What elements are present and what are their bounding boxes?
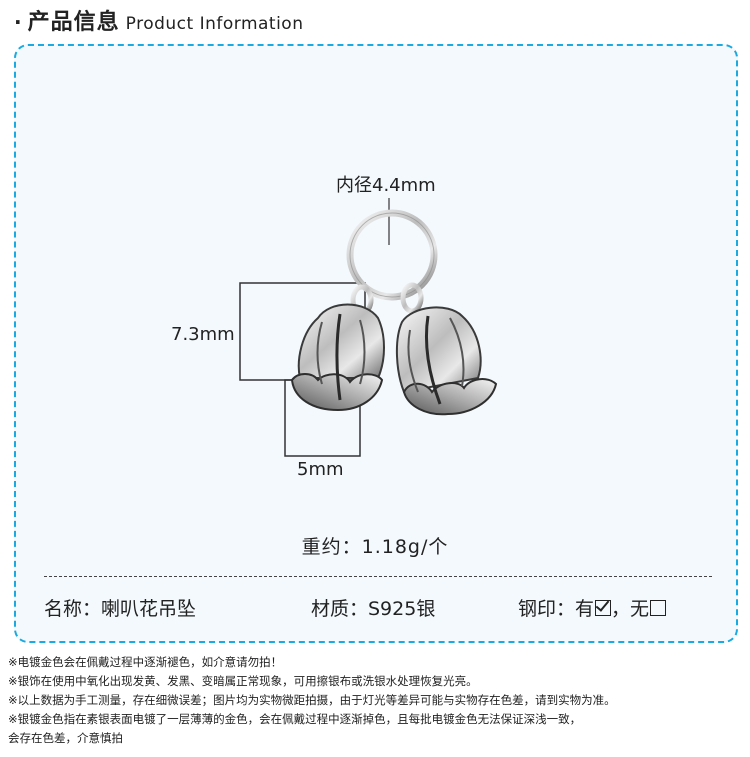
note-line: ※以上数据为手工测量，存在细微误差；图片均为实物微距拍摄，由于灯光等差异可能与实… — [8, 693, 616, 707]
checked-box-icon — [595, 600, 612, 616]
notes-section: ※电镀金色会在佩戴过程中逐渐褪色，如介意请勿拍！ ※银饰在使用中氧化出现发黄、发… — [8, 653, 748, 748]
divider — [44, 576, 712, 577]
product-name: 名称：喇叭花吊坠 — [44, 598, 197, 620]
section-title: 产品信息 — [27, 10, 120, 35]
note-line: ※银饰在使用中氧化出现发黄、发黑、变暗属正常现象，可用擦银布或洗银水处理恢复光亮… — [8, 674, 478, 688]
product-image — [239, 198, 498, 457]
left-bell-flower — [290, 303, 385, 412]
empty-box-icon — [650, 600, 667, 616]
section-subtitle: Product Information — [125, 14, 304, 34]
note-line: 会存在色差，介意慎拍 — [8, 731, 123, 745]
section-header: · 产品信息 Product Information — [14, 4, 303, 40]
width-label: 5mm — [297, 459, 344, 480]
weight-text: 重约：1.18g/个 — [301, 536, 449, 558]
header-bullet: · — [14, 10, 22, 34]
stamp-info: 钢印：有 ，无 — [518, 594, 667, 621]
stamp-yes-label: 钢印：有 — [518, 598, 595, 620]
right-bell-flower — [395, 306, 498, 416]
product-material: 材质：S925银 — [311, 598, 436, 620]
stamp-no-label: ，无 — [611, 598, 650, 620]
right-bail — [400, 282, 424, 314]
inner-diameter-label: 内径4.4mm — [336, 175, 436, 196]
note-line: ※银镀金色指在素银表面电镀了一层薄薄的金色，会在佩戴过程中逐渐掉色，且每批电镀金… — [8, 712, 582, 726]
note-line: ※电镀金色会在佩戴过程中逐渐褪色，如介意请勿拍！ — [8, 655, 283, 669]
height-label: 7.3mm — [171, 324, 235, 345]
